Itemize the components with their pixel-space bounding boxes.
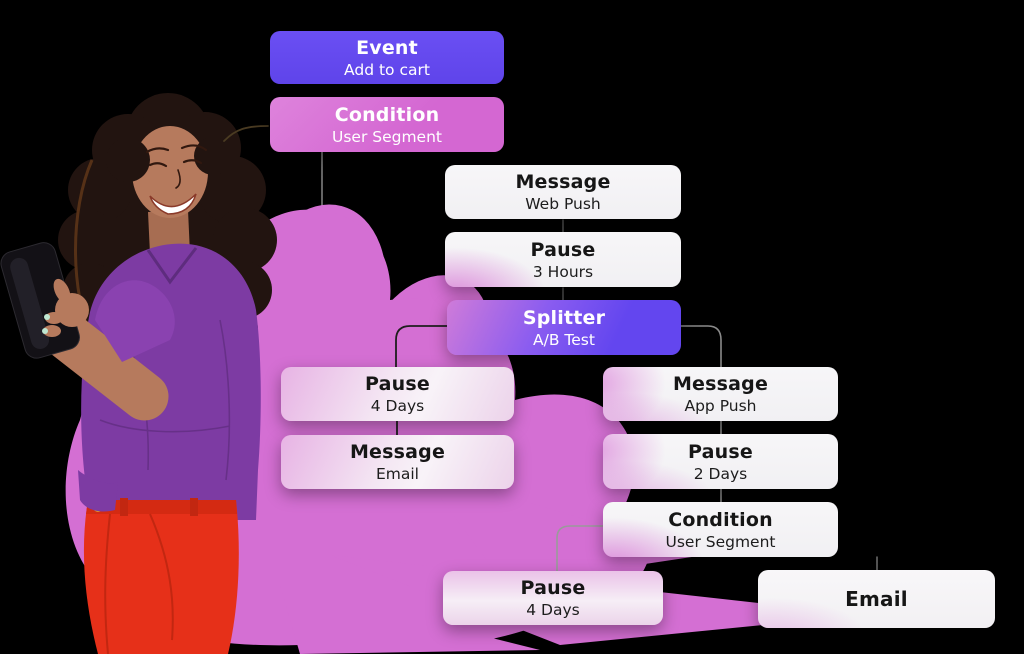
belt-loop [120, 498, 128, 516]
shirt-hem [78, 470, 118, 512]
woman-illustration [0, 93, 277, 654]
face-features [145, 144, 208, 189]
hair-curl-right [194, 137, 232, 175]
node-title: Condition [668, 508, 773, 531]
flow-node-message-email[interactable]: Message Email [281, 435, 514, 489]
node-title: Event [356, 36, 418, 59]
node-subtitle: User Segment [665, 532, 776, 551]
node-subtitle: A/B Test [533, 330, 595, 349]
node-subtitle: 3 Hours [532, 262, 594, 281]
flow-node-pause-4-days-left[interactable]: Pause 4 Days [281, 367, 514, 421]
node-subtitle: Add to cart [344, 60, 430, 79]
flow-node-event[interactable]: Event Add to cart [270, 31, 504, 84]
flow-node-message-web-push[interactable]: Message Web Push [445, 165, 681, 219]
flow-node-pause-4-days-bottom[interactable]: Pause 4 Days [443, 571, 663, 625]
flow-node-pause-2-days[interactable]: Pause 2 Days [603, 434, 838, 489]
node-title: Message [672, 373, 769, 395]
flow-connectors [223, 125, 878, 572]
node-subtitle: Web Push [525, 195, 601, 213]
node-title: Pause [688, 440, 753, 463]
flow-node-splitter[interactable]: Splitter A/B Test [447, 300, 681, 355]
flow-node-condition-top[interactable]: Condition User Segment [270, 97, 504, 152]
node-title: Pause [530, 238, 596, 261]
connector-condition-left [223, 125, 269, 142]
shirt-collar [146, 247, 198, 285]
node-title: Email [845, 587, 908, 611]
smile [149, 193, 197, 215]
flow-node-message-app-push[interactable]: Message App Push [603, 367, 838, 421]
pocket-seam [149, 513, 174, 641]
node-subtitle: 4 Days [526, 601, 580, 619]
connector-condition-pause-bottom [556, 525, 604, 572]
node-subtitle: 4 Days [370, 397, 425, 415]
mint-nail [44, 314, 50, 320]
sleeve [95, 280, 175, 362]
node-title: Condition [334, 103, 440, 126]
flow-node-pause-3-hours[interactable]: Pause 3 Hours [445, 232, 681, 287]
node-title: Message [349, 441, 446, 463]
node-subtitle: 2 Days [693, 464, 748, 483]
flow-node-condition-bottom[interactable]: Condition User Segment [603, 502, 838, 557]
red-trousers [83, 500, 239, 654]
node-title: Message [515, 171, 611, 193]
node-subtitle: Email [375, 465, 419, 483]
belt-loop [190, 498, 198, 516]
mint-nail [42, 328, 48, 334]
connector-splitter-right [680, 325, 722, 368]
side-seam [104, 513, 111, 654]
connector-splitter-left [395, 325, 448, 368]
node-title: Splitter [522, 306, 606, 329]
node-subtitle: App Push [684, 397, 757, 415]
hand [42, 278, 89, 337]
node-title: Pause [365, 373, 430, 395]
node-subtitle: User Segment [331, 127, 442, 146]
flow-node-email[interactable]: Email [758, 570, 995, 628]
hair-curl-left [106, 138, 150, 182]
node-title: Pause [520, 577, 586, 599]
